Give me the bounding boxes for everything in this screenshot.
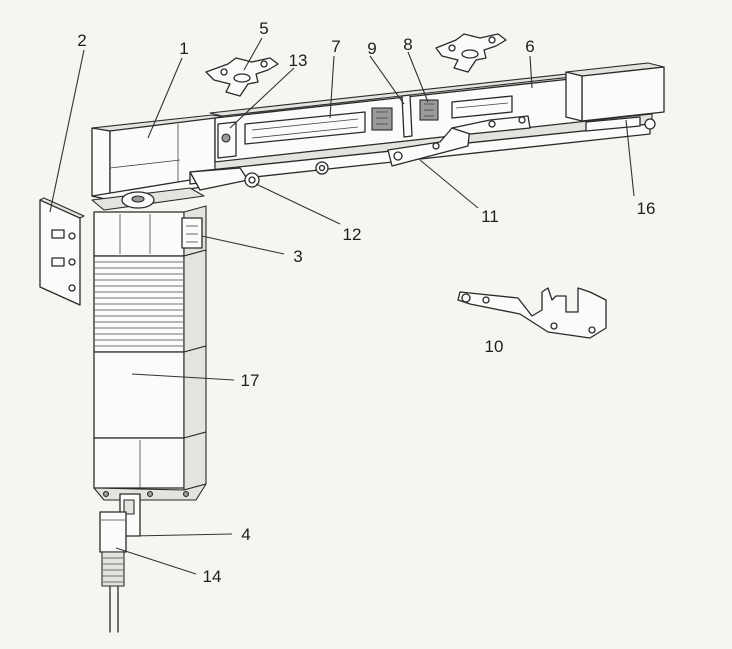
label-7: 7 [331,37,340,56]
part-10-spare-bracket [457,287,607,339]
part-11-rail-bracket [387,115,531,167]
part-2-wall-bracket [39,197,85,306]
label-13: 13 [289,51,308,70]
label-9: 9 [367,39,376,58]
callout-labels: 2 1 5 13 7 9 8 6 16 11 12 3 10 17 4 14 [77,19,655,586]
part-16-end-cap [565,62,665,132]
part-8-ceiling-bracket [435,33,507,73]
label-10: 10 [485,337,504,356]
label-1: 1 [179,39,188,58]
part-17-motor-body [93,205,207,501]
part-5-ceiling-bracket [205,57,279,97]
label-2: 2 [77,31,86,50]
part-8-runner-carriage [371,99,439,131]
part-1-motor-head-housing [91,114,231,201]
label-16: 16 [637,199,656,218]
part-3-motor-clip [181,217,203,249]
part-14-power-cable [99,511,127,633]
label-14: 14 [203,567,222,586]
label-12: 12 [343,225,362,244]
label-3: 3 [293,247,302,266]
part-7-contact-strip [244,111,366,145]
label-6: 6 [525,37,534,56]
part-13-end-clip [217,121,237,159]
part-12-pulleys [189,161,329,191]
label-8: 8 [403,35,412,54]
part-9-divider-plate [401,94,413,138]
motor-cooling-ribs [95,261,183,347]
motor-top-plate [91,187,205,211]
part-6-contact-strip [451,95,513,119]
label-5: 5 [259,19,268,38]
leader-lines [49,37,635,575]
label-11: 11 [481,207,499,226]
label-17: 17 [241,371,260,390]
label-4: 4 [241,525,250,544]
